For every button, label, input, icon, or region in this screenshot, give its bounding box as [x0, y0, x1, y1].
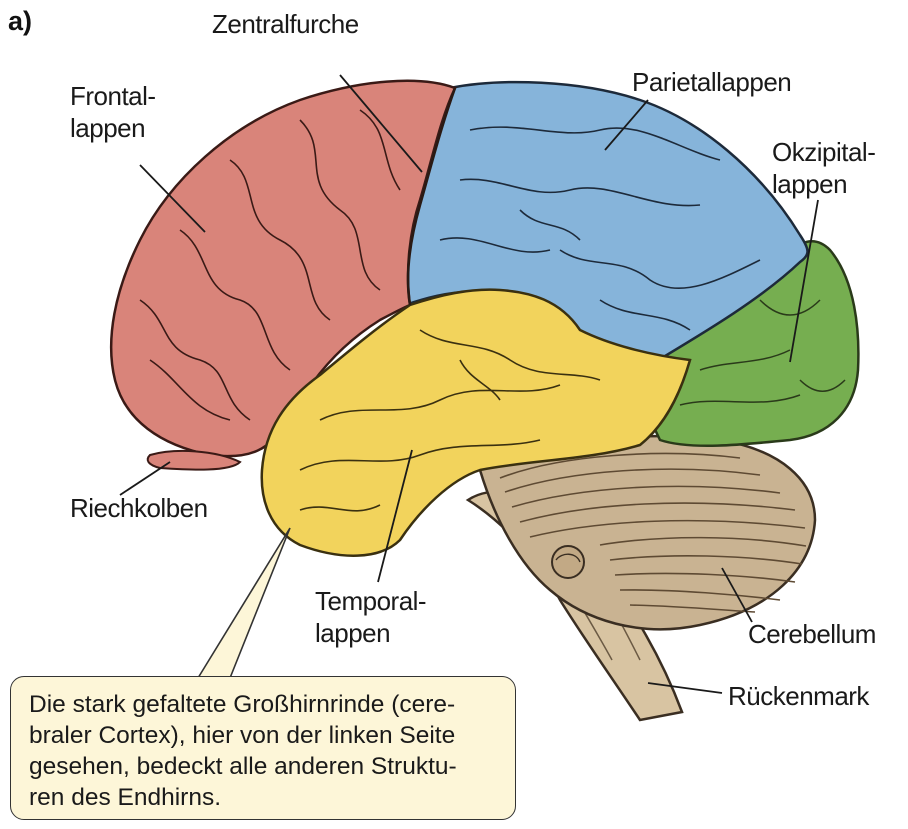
- label-zentralfurche: Zentralfurche: [212, 8, 359, 40]
- label-riechkolben: Riechkolben: [70, 492, 208, 524]
- label-parietallappen: Parietallappen: [632, 66, 791, 98]
- label-rueckenmark: Rückenmark: [728, 680, 869, 712]
- leader-caption: [198, 528, 290, 678]
- label-cerebellum: Cerebellum: [748, 618, 876, 650]
- caption-line: ren des Endhirns.: [29, 782, 501, 813]
- label-okzipitallappen: Okzipital- lappen: [772, 136, 875, 200]
- panel-letter: a): [8, 6, 32, 37]
- caption-line: Die stark gefaltete Großhirnrinde (cere-: [29, 689, 501, 720]
- leader-riechkolben: [120, 462, 170, 495]
- cerebellum: [480, 436, 815, 629]
- caption-box: Die stark gefaltete Großhirnrinde (cere-…: [10, 676, 516, 820]
- label-frontallappen: Frontal- lappen: [70, 80, 156, 144]
- caption-line: gesehen, bedeckt alle anderen Struktu-: [29, 751, 501, 782]
- label-temporallappen: Temporal- lappen: [315, 585, 426, 649]
- caption-line: braler Cortex), hier von der linken Seit…: [29, 720, 501, 751]
